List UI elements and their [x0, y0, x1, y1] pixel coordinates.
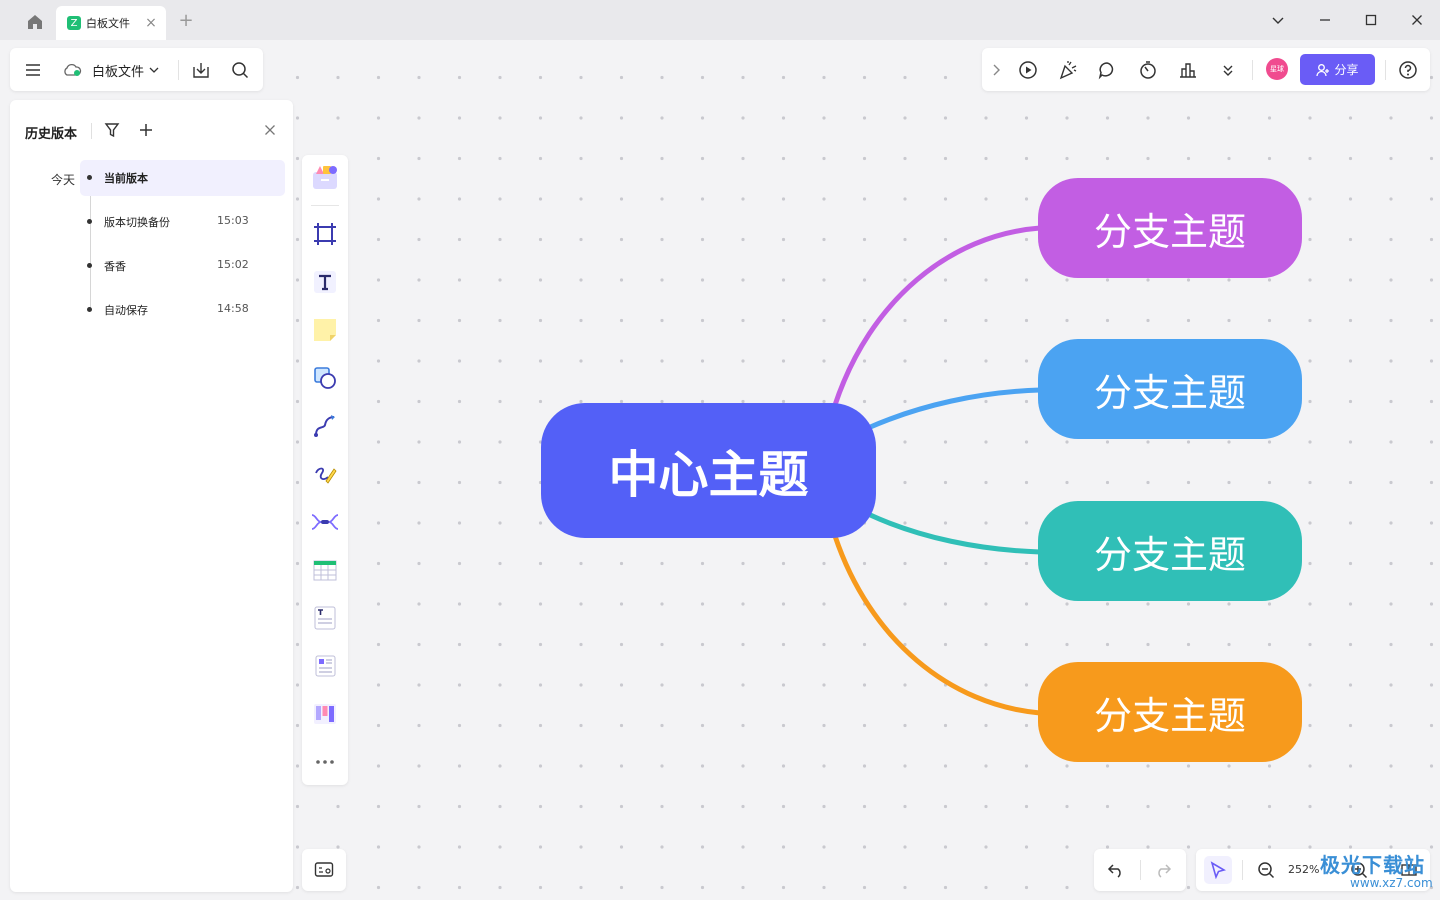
- user-avatar[interactable]: 星球: [1266, 58, 1288, 80]
- minimap-button[interactable]: [302, 849, 346, 891]
- cloud-sync-icon: [62, 63, 82, 77]
- frame-icon[interactable]: [311, 220, 339, 248]
- chevron-right-icon[interactable]: [985, 59, 1007, 81]
- kanban-icon[interactable]: [311, 700, 339, 728]
- play-presentation-icon[interactable]: [1017, 59, 1039, 81]
- history-item[interactable]: 自动保存 14:58: [80, 292, 285, 328]
- more-icon[interactable]: [311, 748, 339, 776]
- add-version-icon[interactable]: [136, 120, 156, 140]
- document-icon[interactable]: [311, 604, 339, 632]
- zoom-in-icon[interactable]: [1348, 859, 1370, 881]
- sticky-note-icon[interactable]: [311, 316, 339, 344]
- text-icon[interactable]: [311, 268, 339, 296]
- share-label: 分享: [1334, 63, 1359, 77]
- select-tool-highlight: [1204, 856, 1232, 884]
- timeline-dot: [87, 307, 92, 312]
- watermark-brand: 极光下载站: [1320, 853, 1425, 877]
- history-item[interactable]: 香香 15:02: [80, 248, 285, 284]
- double-chevron-down-icon[interactable]: [1217, 59, 1239, 81]
- history-item-time: 15:02: [217, 258, 249, 271]
- divider: [91, 123, 92, 139]
- divider: [1242, 860, 1243, 880]
- maximize-icon[interactable]: [1361, 10, 1381, 30]
- branch-topic-4[interactable]: 分支主题: [1038, 662, 1302, 762]
- minimap-icon: [314, 861, 334, 879]
- history-item-name: 当前版本: [104, 172, 148, 185]
- tab-whiteboard[interactable]: Z 白板文件 ×: [56, 6, 166, 40]
- branch-topic-3[interactable]: 分支主题: [1038, 501, 1302, 601]
- history-item-current[interactable]: 当前版本: [80, 160, 285, 196]
- branch-topic-2[interactable]: 分支主题: [1038, 339, 1302, 439]
- history-controls: [1094, 849, 1186, 891]
- history-panel: 历史版本 今天 当前版本 版本切换备份 15:03 香香 15:02 自动保存 …: [10, 100, 293, 892]
- card-icon[interactable]: [311, 652, 339, 680]
- timer-icon[interactable]: [1137, 59, 1159, 81]
- divider: [1252, 60, 1253, 80]
- file-name-label: 白板文件: [92, 64, 145, 80]
- add-user-icon: [1316, 63, 1330, 77]
- timeline-dot: [87, 219, 92, 224]
- history-day-label: 今天: [51, 173, 76, 187]
- app-logo-icon: Z: [67, 16, 81, 30]
- watermark-url: www.xz7.com: [1350, 876, 1433, 890]
- divider: [1140, 860, 1141, 880]
- tab-label: 白板文件: [86, 17, 130, 30]
- timeline-dot: [87, 263, 92, 268]
- shape-icon[interactable]: [311, 364, 339, 392]
- home-icon[interactable]: [24, 11, 46, 31]
- zoom-out-icon[interactable]: [1255, 859, 1277, 881]
- comment-icon[interactable]: [1096, 59, 1118, 81]
- connector-branch-3: [866, 511, 1041, 555]
- share-button[interactable]: 分享: [1300, 54, 1375, 85]
- vote-icon[interactable]: [1177, 59, 1199, 81]
- title-bar: Z 白板文件 × +: [0, 0, 1440, 40]
- filter-icon[interactable]: [102, 120, 122, 140]
- collab-toolbar: 星球 分享: [982, 48, 1430, 91]
- file-toolbar: 白板文件: [10, 48, 263, 91]
- fit-view-icon[interactable]: [1398, 859, 1420, 881]
- history-item-time: 15:03: [217, 214, 249, 227]
- mindmap-icon[interactable]: [311, 508, 339, 536]
- branch-topic-1[interactable]: 分支主题: [1038, 178, 1302, 278]
- chevron-down-icon: [149, 66, 159, 74]
- zoom-controls: 252%: [1196, 849, 1430, 891]
- creation-toolbar: [302, 155, 348, 785]
- timeline-line: [90, 177, 91, 309]
- center-topic[interactable]: 中心主题: [541, 403, 876, 538]
- pen-icon[interactable]: [311, 460, 339, 488]
- history-item-name: 自动保存: [104, 304, 148, 317]
- pointer-icon[interactable]: [1207, 859, 1229, 881]
- history-item-name: 版本切换备份: [104, 216, 170, 229]
- connector-branch-2: [866, 387, 1041, 431]
- history-item-name: 香香: [104, 260, 126, 273]
- tab-close-icon[interactable]: ×: [145, 15, 157, 31]
- download-icon[interactable]: [190, 59, 212, 81]
- close-panel-icon[interactable]: [260, 120, 280, 140]
- chevron-down-icon[interactable]: [1268, 10, 1288, 30]
- connector-branch-4: [832, 535, 1041, 716]
- zoom-level[interactable]: 252%: [1288, 863, 1320, 876]
- divider: [1385, 60, 1386, 80]
- timeline-dot: [87, 175, 92, 180]
- divider: [178, 60, 179, 80]
- redo-icon[interactable]: [1152, 859, 1174, 881]
- history-item[interactable]: 版本切换备份 15:03: [80, 204, 285, 240]
- history-item-time: 14:58: [217, 302, 249, 315]
- menu-icon[interactable]: [22, 59, 44, 81]
- file-name-dropdown[interactable]: 白板文件: [62, 59, 159, 81]
- connector-branch-1: [832, 225, 1041, 406]
- minimize-icon[interactable]: [1315, 10, 1335, 30]
- table-icon[interactable]: [311, 556, 339, 584]
- new-tab-button[interactable]: +: [178, 10, 194, 31]
- connector-icon[interactable]: [311, 412, 339, 440]
- help-icon[interactable]: [1397, 59, 1419, 81]
- close-window-icon[interactable]: [1407, 10, 1427, 30]
- undo-icon[interactable]: [1105, 859, 1127, 881]
- search-icon[interactable]: [229, 59, 251, 81]
- divider: [311, 205, 339, 206]
- history-title: 历史版本: [25, 127, 78, 142]
- template-icon[interactable]: [311, 163, 339, 191]
- celebrate-icon[interactable]: [1057, 59, 1079, 81]
